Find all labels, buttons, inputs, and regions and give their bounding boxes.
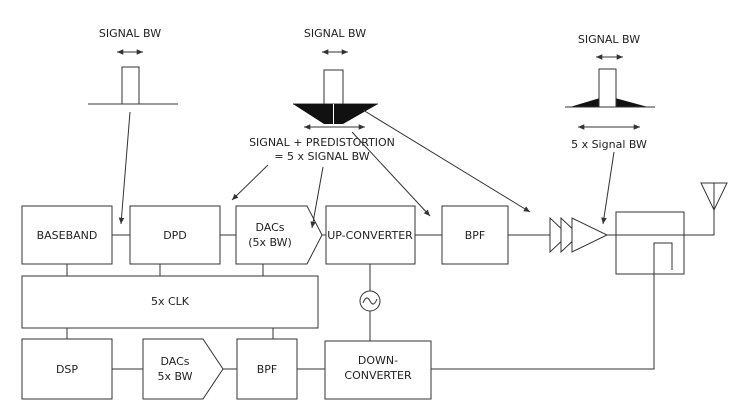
spectrum-right-label: SIGNAL BW bbox=[578, 33, 640, 46]
clk-label: 5x CLK bbox=[151, 295, 190, 308]
block-dacs-tx: DACs (5x BW) bbox=[235, 205, 323, 265]
signal-spectrum bbox=[121, 66, 140, 105]
feedback-line bbox=[431, 299, 655, 370]
power-amplifier bbox=[549, 216, 609, 254]
block-downconverter: DOWN- CONVERTER bbox=[324, 340, 432, 400]
block-dpd: DPD bbox=[129, 205, 221, 265]
spectrum-right-bottom-label: 5 x Signal BW bbox=[571, 138, 647, 151]
sine-wave-icon bbox=[362, 297, 378, 305]
spectrum-left: SIGNAL BW bbox=[88, 27, 178, 105]
block-bpf-rx: BPF bbox=[236, 338, 298, 400]
predistortion-spectrum bbox=[293, 104, 378, 124]
dpd-label: DPD bbox=[163, 229, 187, 242]
dacs-rx-label-line2: 5x BW bbox=[157, 370, 192, 383]
arrow-spectrum-to-baseband-dpd bbox=[118, 111, 131, 225]
block-baseband: BASEBAND bbox=[21, 205, 113, 265]
predistortion-label-line1: SIGNAL + PREDISTORTION bbox=[249, 136, 395, 149]
spectrum-left-label: SIGNAL BW bbox=[99, 27, 161, 40]
arrow-label-to-pa-output bbox=[601, 151, 615, 225]
arrow-label-to-dacs bbox=[310, 166, 324, 229]
downconverter-label-line1: DOWN- bbox=[358, 354, 398, 367]
upconverter-label: UP-CONVERTER bbox=[327, 229, 413, 242]
bpf-tx-label: BPF bbox=[465, 229, 486, 242]
spectrum-middle-label: SIGNAL BW bbox=[304, 27, 366, 40]
arrow-spectrum-to-upconverter bbox=[351, 131, 431, 217]
signal-spectrum bbox=[323, 69, 344, 105]
spectrum-middle: SIGNAL BW bbox=[293, 27, 378, 130]
coupler-sample-line bbox=[653, 242, 673, 299]
bpf-rx-label: BPF bbox=[257, 363, 278, 376]
dsp-label: DSP bbox=[56, 363, 78, 376]
block-dsp: DSP bbox=[21, 338, 113, 400]
arrow-label-to-dpd bbox=[231, 164, 269, 201]
predistortion-label-line2: = 5 x SIGNAL BW bbox=[274, 150, 369, 163]
arrow-spectrum-to-pa bbox=[362, 109, 531, 213]
antenna bbox=[684, 182, 728, 236]
spectrum-right: SIGNAL BW 5 x Signal BW bbox=[565, 33, 655, 151]
baseband-label: BASEBAND bbox=[37, 229, 98, 242]
dacs-tx-label-line2: (5x BW) bbox=[248, 236, 292, 249]
block-upconverter: UP-CONVERTER bbox=[325, 205, 416, 265]
block-clk: 5x CLK bbox=[21, 275, 319, 329]
local-oscillator bbox=[359, 290, 381, 312]
block-dacs-rx: DACs 5x BW bbox=[142, 338, 224, 400]
dacs-tx-label-line1: DACs bbox=[255, 221, 284, 234]
signal-spectrum bbox=[598, 68, 617, 108]
dacs-rx-label-line1: DACs bbox=[160, 355, 189, 368]
downconverter-label-line2: CONVERTER bbox=[344, 369, 412, 382]
block-bpf-tx: BPF bbox=[441, 205, 509, 265]
coupler bbox=[615, 211, 685, 299]
